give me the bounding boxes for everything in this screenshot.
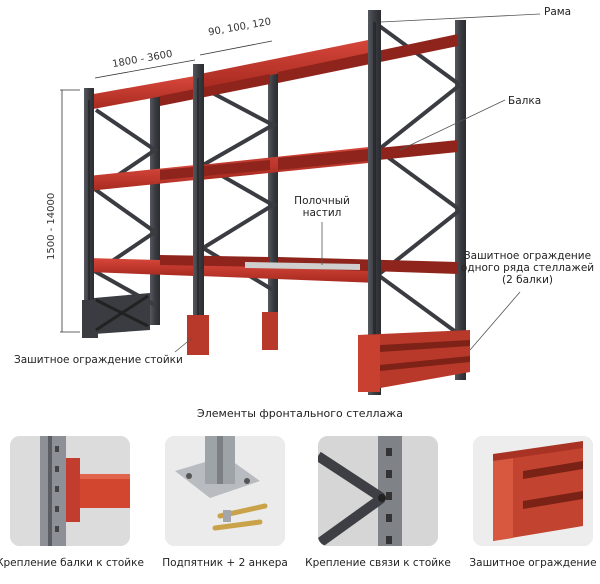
- caption-guard: Зашитное ограждение: [469, 557, 597, 569]
- rack-diagram: Рама Балка Полочный настил Зашитное огра…: [14, 6, 600, 395]
- caption-beam-connection: Крепление балки к стойке: [0, 557, 144, 569]
- beams-bottom: [88, 255, 458, 283]
- rear-braces: [92, 23, 464, 337]
- rack-illustration: [60, 10, 541, 395]
- thumbnail-base-plate: [165, 436, 285, 546]
- dimension-height: 1500 - 14000: [46, 192, 57, 260]
- thumbnail-brace-connection: [318, 436, 438, 546]
- dimension-lines: [60, 40, 273, 333]
- post-perforations: [88, 22, 376, 372]
- label-row-guard-line2: одного ряда стеллажей: [460, 262, 595, 274]
- rear-posts: [150, 20, 466, 380]
- section-title: Элементы фронтального стеллажа: [197, 407, 403, 420]
- thumbnail-beam-connection: [10, 436, 130, 546]
- label-shelf-deck-line2: настил: [302, 207, 342, 219]
- caption-base-plate: Подпятник + 2 анкера: [162, 557, 288, 569]
- label-shelf-deck: Полочный настил: [282, 195, 362, 219]
- label-row-guard: Зашитное ограждение одного ряда стеллаже…: [455, 250, 600, 286]
- caption-brace-connection: Крепление связи к стойке: [305, 557, 451, 569]
- label-beam: Балка: [508, 95, 542, 107]
- label-shelf-deck-line1: Полочный: [294, 195, 350, 207]
- thumbnail-guard: [473, 436, 593, 546]
- label-post-guard: Зашитное ограждение стойки: [14, 354, 183, 366]
- label-frame: Рама: [544, 6, 572, 18]
- row-guard: [358, 330, 470, 392]
- label-row-guard-line3: (2 балки): [502, 274, 553, 286]
- label-row-guard-line1: Зашитное ограждение: [463, 250, 592, 262]
- left-bottom-guard: [94, 293, 150, 334]
- leader-lines: [174, 13, 541, 353]
